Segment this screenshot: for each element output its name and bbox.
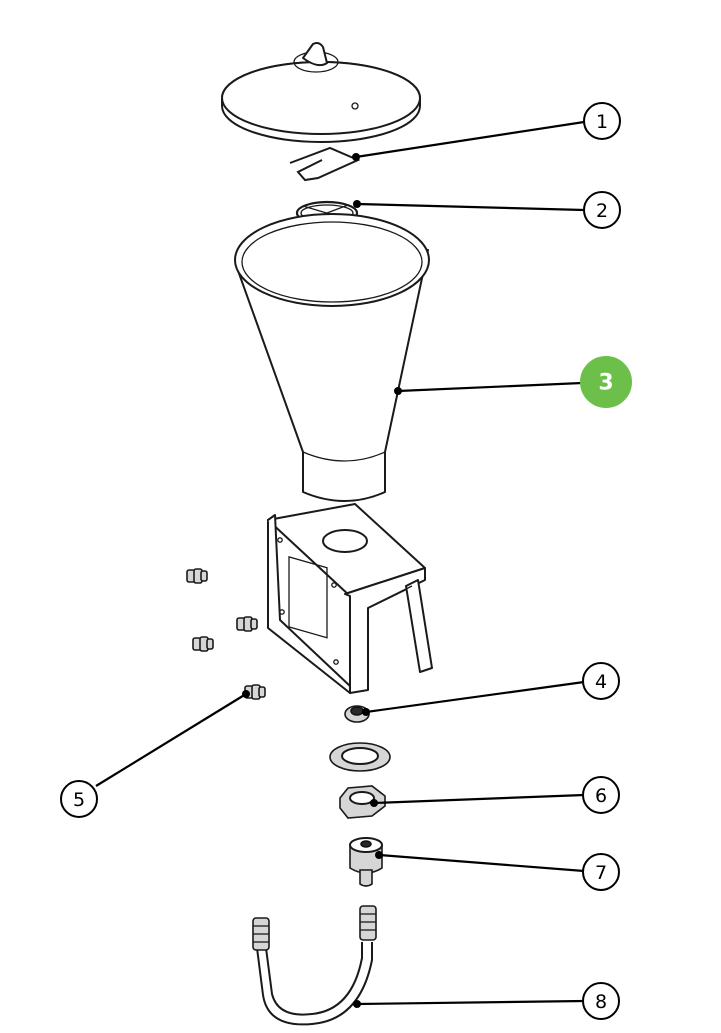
- callout-5: 5: [60, 780, 98, 818]
- wire-clip-part: [289, 146, 361, 182]
- callout-3-label: 3: [598, 371, 613, 396]
- callout-7-label: 7: [595, 862, 607, 884]
- funnel-hopper-part: [234, 213, 430, 502]
- callout-1: 1: [583, 102, 621, 140]
- bolt-fittings-part: [186, 568, 266, 700]
- callout-4-label: 4: [595, 671, 607, 693]
- connector-fitting-part: [349, 837, 383, 887]
- callout-8: 8: [582, 982, 620, 1020]
- callout-3-highlighted: 3: [580, 356, 632, 408]
- callout-6: 6: [582, 776, 620, 814]
- u-hose-part: [252, 905, 377, 1026]
- callout-8-label: 8: [595, 991, 607, 1013]
- hex-nut-part: [339, 785, 386, 819]
- callout-5-label: 5: [73, 789, 85, 811]
- mounting-bracket-part: [267, 503, 433, 694]
- callout-2-label: 2: [596, 200, 608, 222]
- callout-4: 4: [582, 662, 620, 700]
- leader-lines: [95, 120, 585, 1008]
- callout-6-label: 6: [595, 785, 607, 807]
- washer-part: [329, 742, 391, 772]
- lid-part: [221, 42, 421, 143]
- callout-2: 2: [583, 191, 621, 229]
- callout-1-label: 1: [596, 111, 608, 133]
- callout-7: 7: [582, 853, 620, 891]
